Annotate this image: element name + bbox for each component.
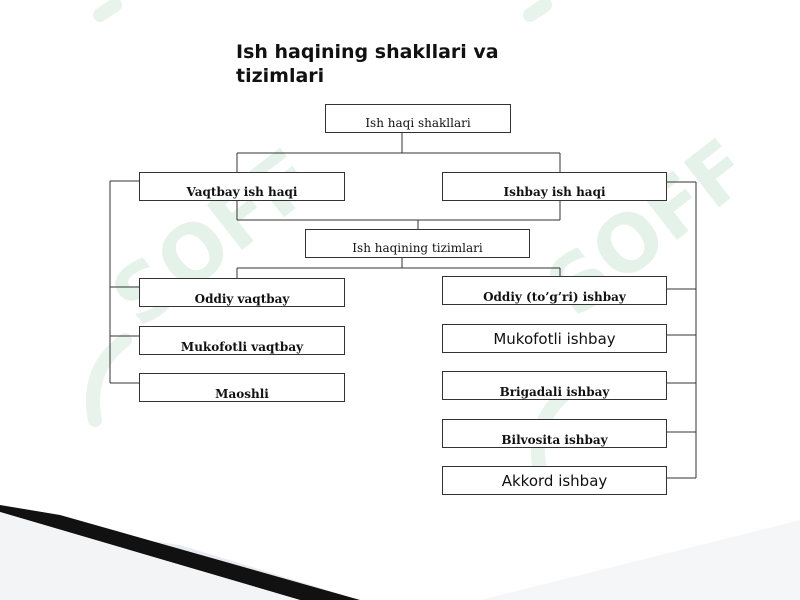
box-root: Ish haqi shakllari [325, 104, 511, 133]
page-title: Ish haqining shakllari va tizimlari [236, 41, 499, 87]
box-direct-piece: Oddiy (to’g’ri) ishbay [442, 276, 667, 305]
box-systems: Ish haqining tizimlari [305, 229, 530, 258]
box-piece-rate: Ishbay ish haqi [442, 172, 667, 201]
box-time-based: Vaqtbay ish haqi [139, 172, 345, 201]
box-bonus-time: Mukofotli vaqtbay [139, 326, 345, 355]
box-chord-piece: Akkord ishbay [442, 466, 667, 495]
box-bonus-piece: Mukofotli ishbay [442, 324, 667, 353]
box-simple-time: Oddiy vaqtbay [139, 278, 345, 307]
box-salary: Maoshli [139, 373, 345, 402]
box-brigade-piece: Brigadali ishbay [442, 371, 667, 400]
box-indirect-piece: Bilvosita ishbay [442, 419, 667, 448]
